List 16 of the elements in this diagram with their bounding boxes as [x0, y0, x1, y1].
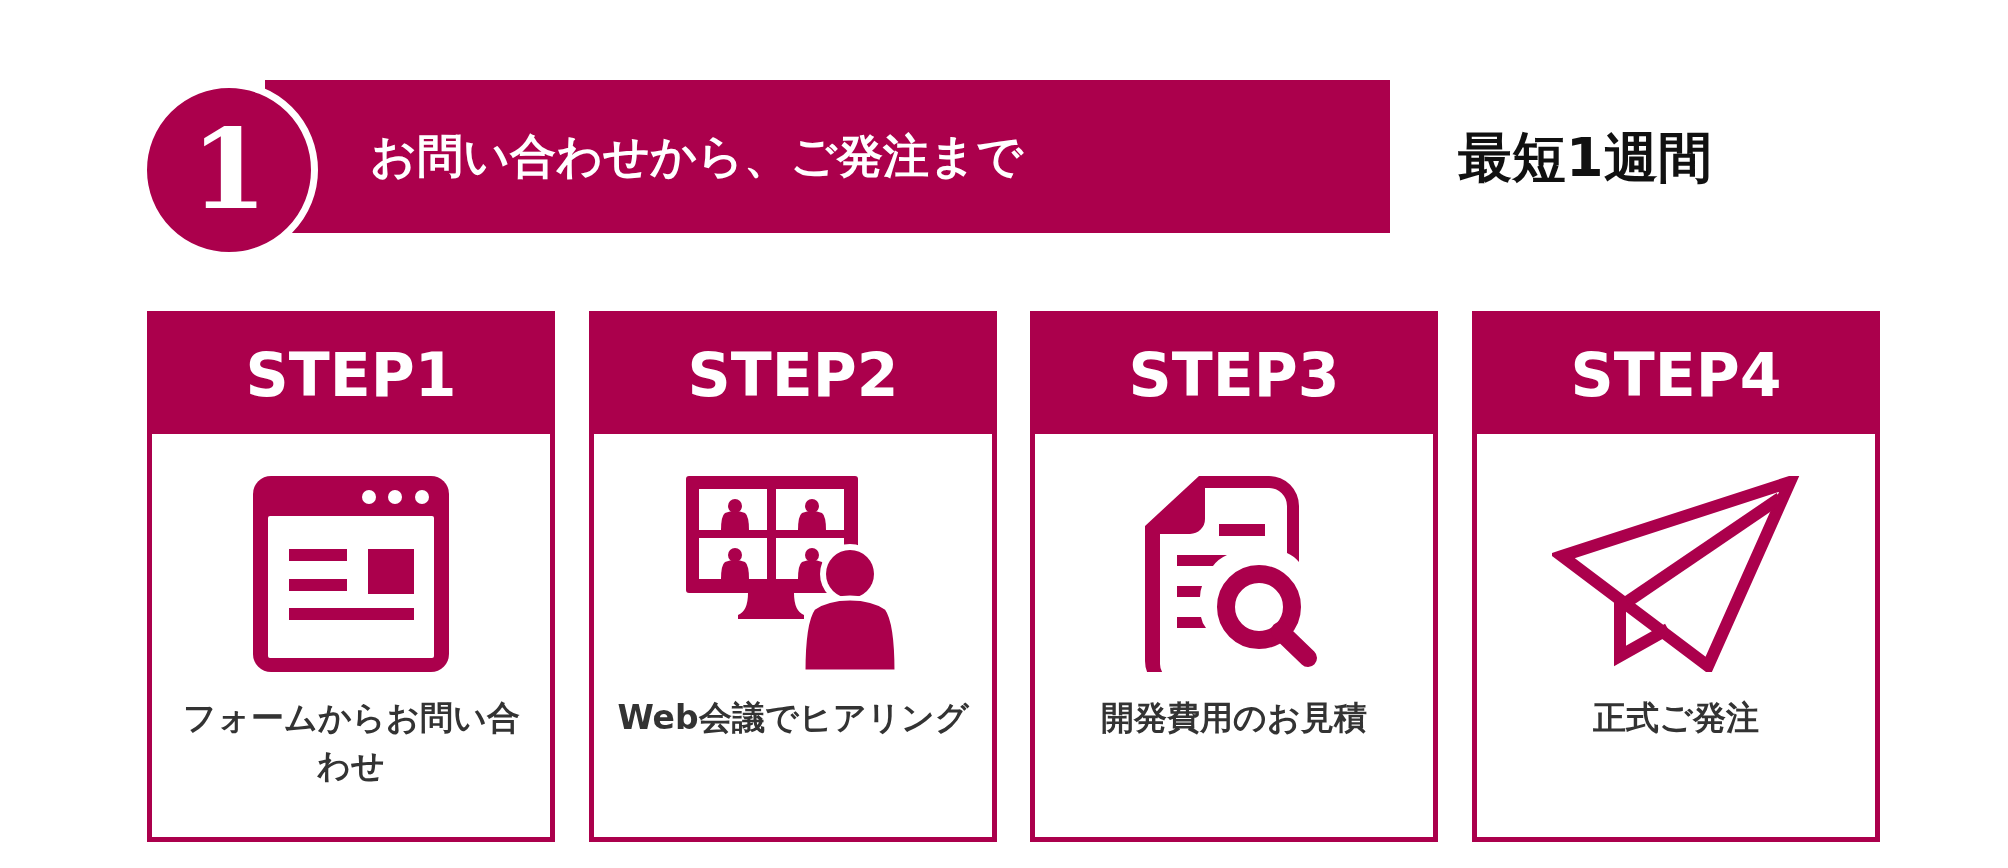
title-banner — [265, 80, 1390, 233]
duration-label: 最短1週間 — [1458, 125, 1712, 191]
step-caption: Web会議でヒアリング — [616, 697, 970, 739]
step-card — [147, 311, 555, 842]
title-text: お問い合わせから、ご発注まで — [370, 127, 1023, 185]
step-title: STEP1 — [245, 345, 457, 405]
step-caption: フォームからお問い合わせ — [181, 697, 521, 787]
step-caption: 開発費用のお見積 — [1100, 697, 1368, 739]
step-card — [1030, 311, 1438, 842]
step-title: STEP2 — [687, 345, 899, 405]
step-card — [589, 311, 997, 842]
circle-number: 1 — [190, 115, 268, 225]
step-title: STEP3 — [1128, 345, 1340, 405]
step-caption: 正式ご発注 — [1592, 697, 1760, 739]
step-title: STEP4 — [1570, 345, 1782, 405]
step-card — [1472, 311, 1880, 842]
